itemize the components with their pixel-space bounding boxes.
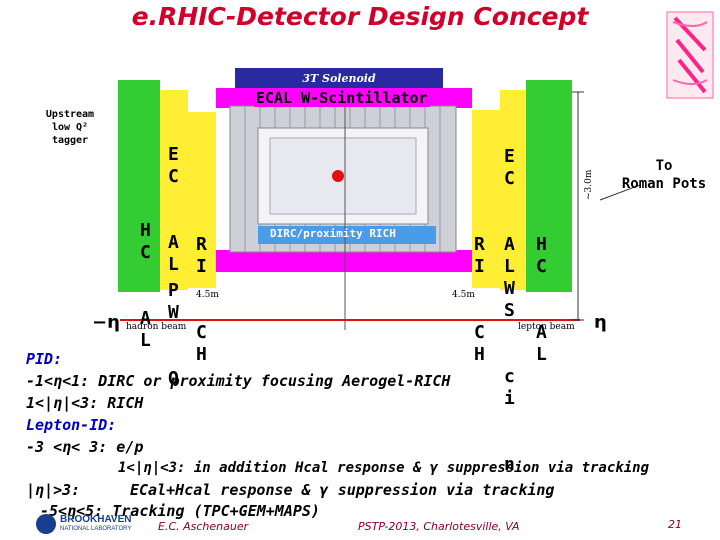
interaction-point [332,170,344,182]
right-ecal-block [500,90,526,290]
right-hcal-block [526,80,572,292]
dim-right-label: 4.5m [452,290,475,300]
lepton-line-3: ECal+Hcal response & γ suppression via t… [130,481,555,499]
to-roman-pots-label: To Roman Pots [621,158,707,192]
eta-negative-label: −η [92,312,120,333]
pid-line-1: -1<η<1: DIRC or proximity focusing Aerog… [26,372,451,390]
eta-positive-label: η [594,312,607,333]
hadron-beam-label: hadron beam [126,322,187,332]
left-ecal-block [160,90,188,290]
pid-header: PID: [26,350,63,368]
magnet-yoke-bottom [216,250,472,272]
lepton-beam-label: lepton beam [518,322,575,332]
page-number: 21 [668,518,682,531]
conference-label: PSTP-2013, Charlotesville, VA [358,520,520,533]
tracking-line: -5<η<5: Tracking (TPC+GEM+MAPS) [40,502,320,520]
lepton-id-header: Lepton-ID: [26,416,117,434]
solenoid-bar [235,68,443,88]
eic-logo-icon [666,11,714,99]
pid-line-2: 1<|η|<3: RICH [26,394,144,412]
left-hcal-block [118,80,160,292]
lepton-line-1: -3 <η< 3: e/p [26,438,144,456]
lepton-line-2: 1<|η|<3: in addition Hcal response & γ s… [118,460,650,476]
author-label: E.C. Aschenauer [158,520,249,533]
dirc-band [258,226,436,244]
solenoid-label: 3T Solenoid [302,72,376,85]
lepton-line-3-prefix: |η|>3: [26,481,81,499]
left-rich-block [188,112,216,288]
brookhaven-logo-icon [36,514,56,534]
dirc-label: DIRC/proximity RICH [270,227,396,240]
dim-vertical-label: ~3.0m [584,169,594,200]
page-title: e.RHIC-Detector Design Concept [131,2,589,31]
upstream-tagger-label: Upstream low Q² tagger [45,109,95,146]
right-rich-block [472,110,500,288]
ecal-w-scintillator-label: ECAL W-Scintillator [254,89,430,107]
brookhaven-logo: BROOKHAVEN NATIONAL LABORATORY [36,512,154,538]
dim-left-label: 4.5m [196,290,219,300]
